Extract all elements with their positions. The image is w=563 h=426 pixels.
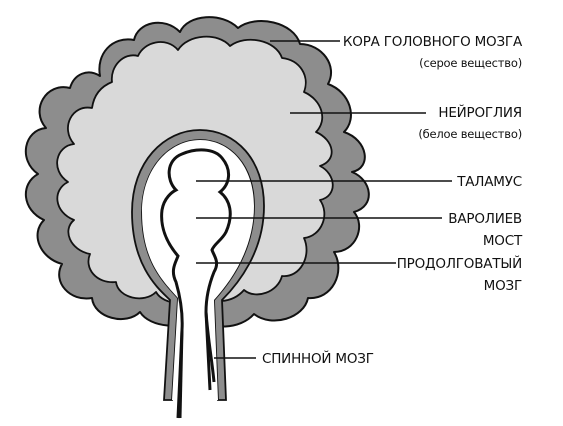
label-cortex: КОРА ГОЛОВНОГО МОЗГА (343, 34, 523, 50)
label-neuroglia: НЕЙРОГЛИЯ (438, 103, 522, 121)
spinal-cord-left (178, 329, 184, 419)
label-thalamus: ТАЛАМУС (456, 174, 522, 190)
label-pons-line1: ВАРОЛИЕВ (448, 211, 522, 227)
brainstem-outline (160, 148, 232, 419)
label-pons-line2: МОСТ (483, 233, 523, 249)
spinal-cord-right (204, 311, 216, 383)
label-cortex-sub: (серое вещество) (419, 56, 522, 70)
label-neuroglia-sub: (белое вещество) (418, 127, 522, 141)
label-medulla-line2: МОЗГ (484, 278, 522, 294)
label-medulla-line1: ПРОДОЛГОВАТЫЙ (397, 254, 522, 272)
label-spinal-cord: СПИННОЙ МОЗГ (262, 349, 374, 367)
